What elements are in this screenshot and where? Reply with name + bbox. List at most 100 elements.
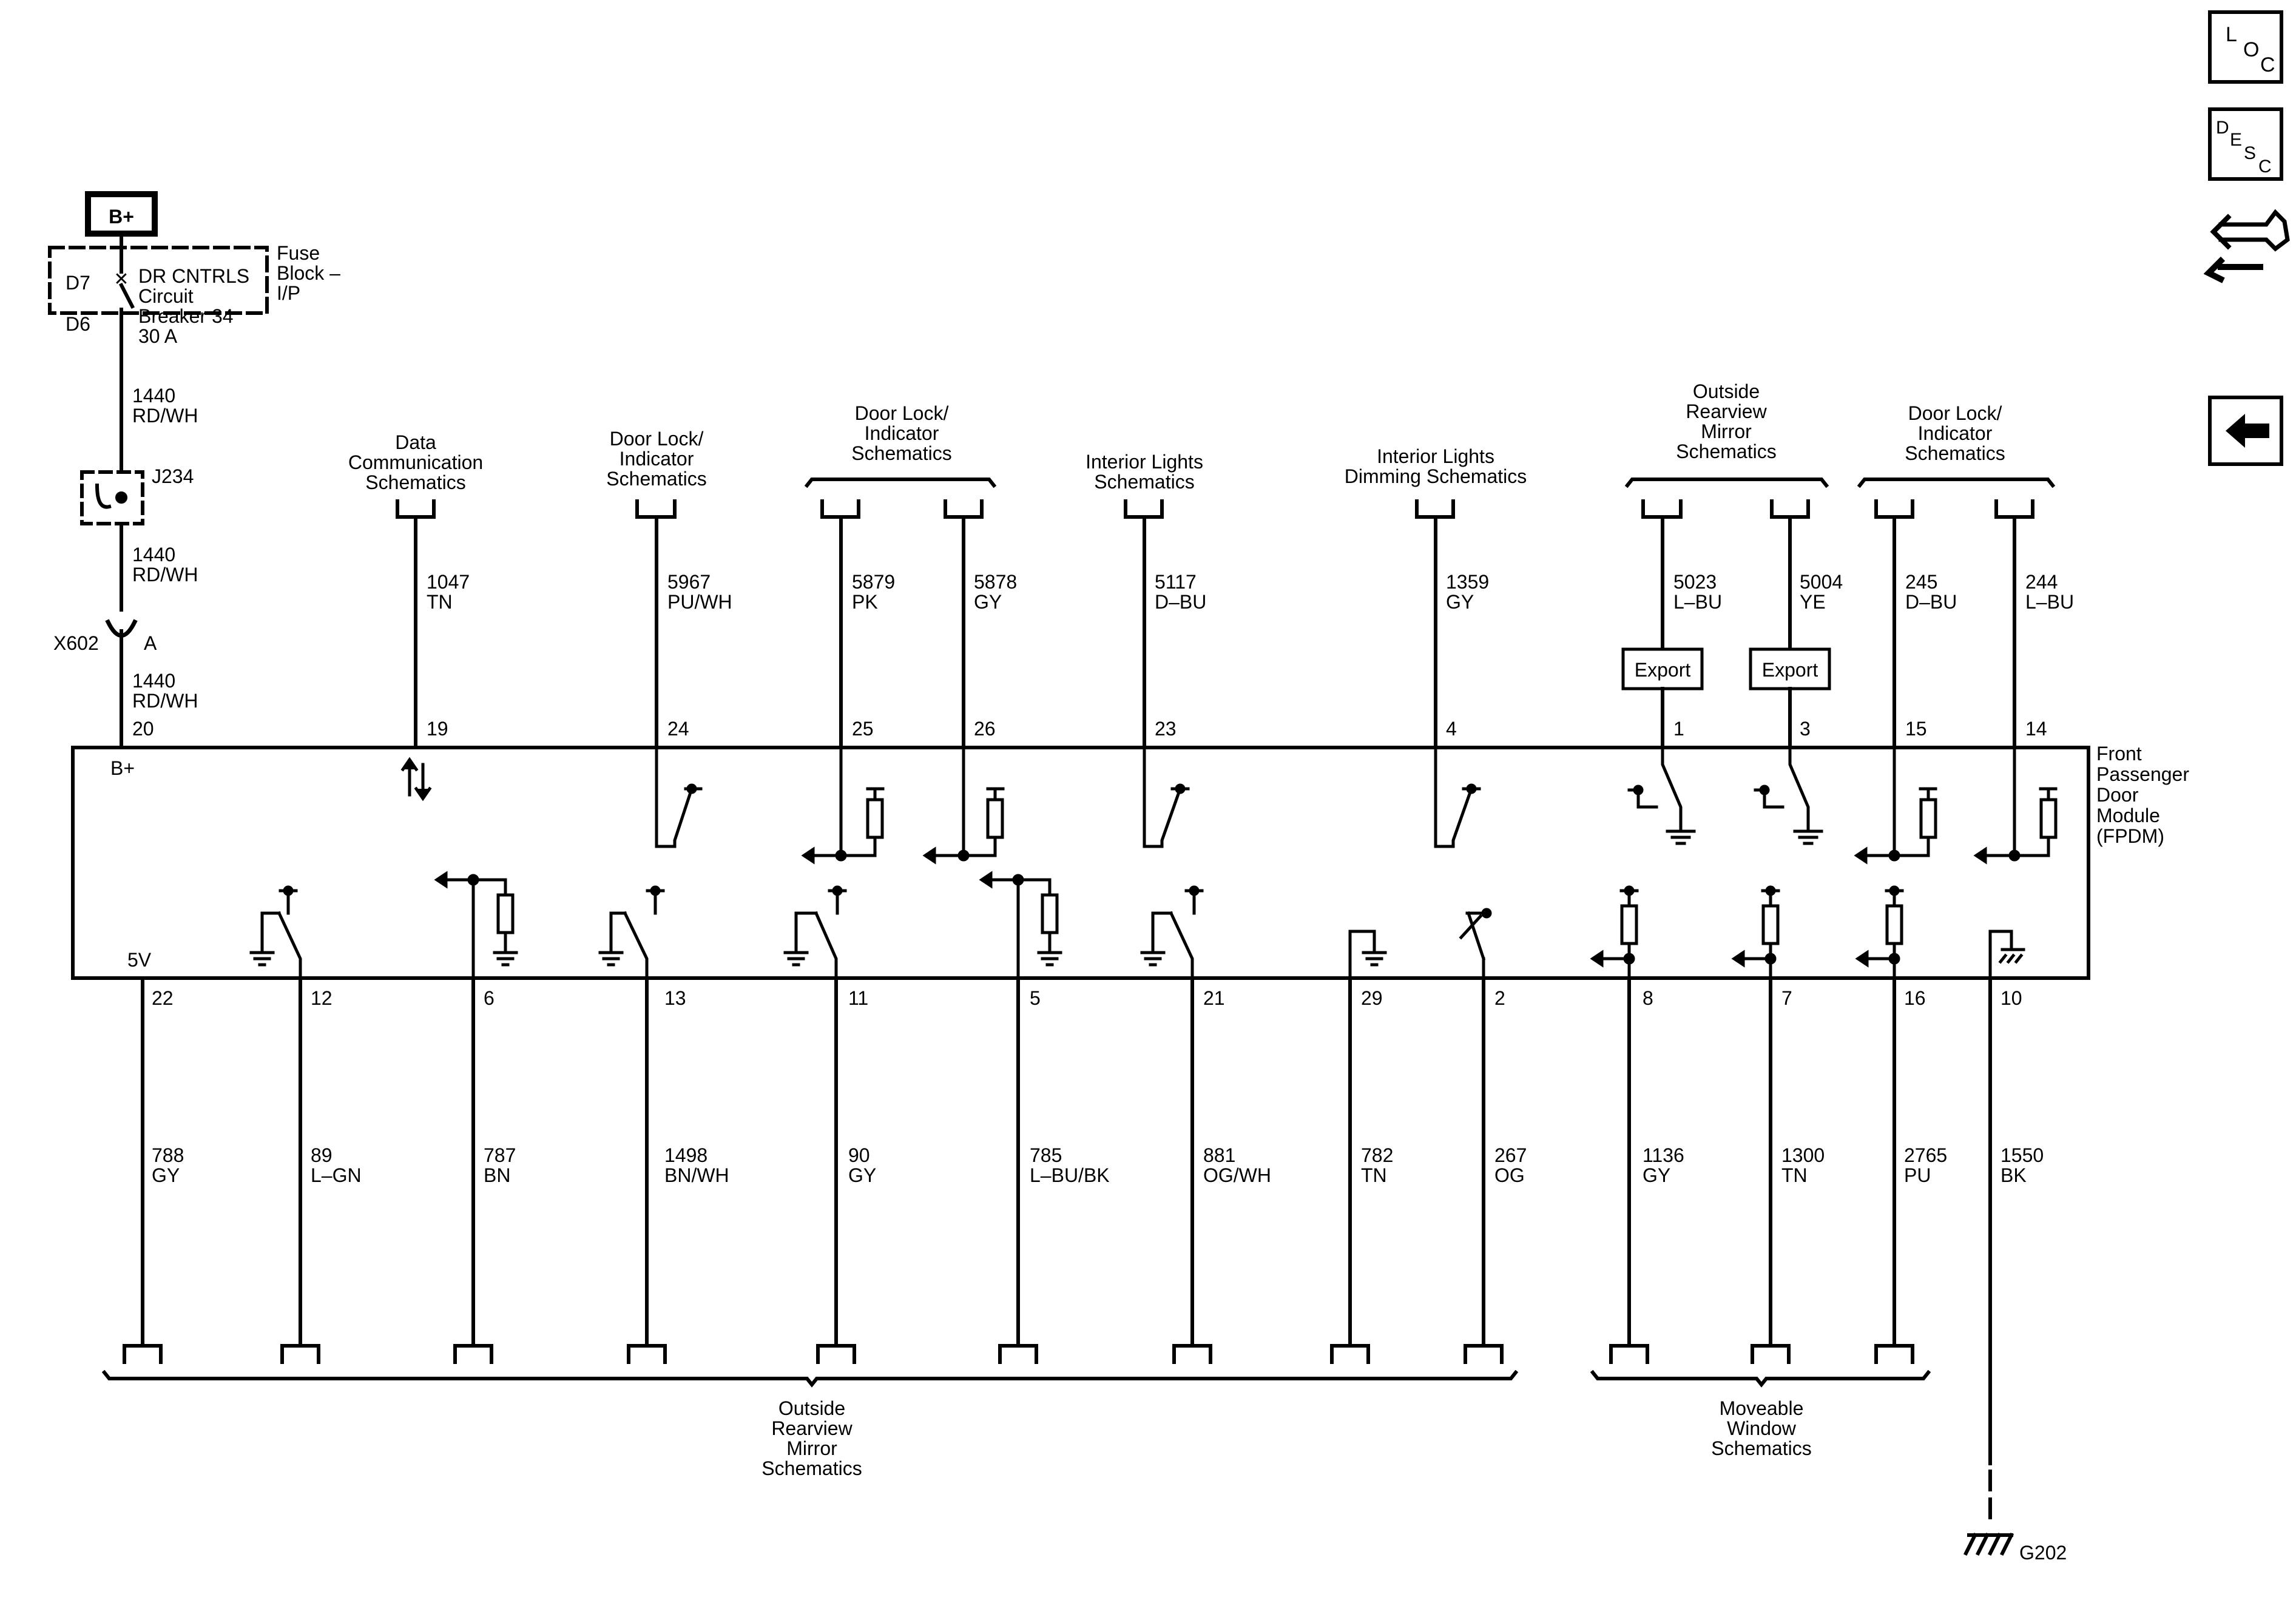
loc-icon-frame bbox=[2208, 10, 2283, 84]
ref-interior-lights-line-2: Schematics bbox=[1094, 471, 1194, 493]
export-box-1 bbox=[1621, 647, 1704, 690]
back-button[interactable] bbox=[2208, 396, 2283, 466]
top-pin-numbers: 20 19 24 25 26 23 4 1 3 15 14 bbox=[132, 718, 2047, 740]
desc-letter-c: C bbox=[2258, 157, 2272, 177]
internal-top-symbols bbox=[400, 746, 2058, 865]
pin-d7-label: D7 bbox=[66, 272, 90, 294]
wire-1440-b-circuit: 1440 bbox=[132, 544, 175, 565]
wire-6-circuit: 787 bbox=[484, 1144, 516, 1166]
export-label-1: Export bbox=[1635, 659, 1691, 681]
loc-button[interactable]: L O C bbox=[2208, 10, 2283, 84]
pin-24: 24 bbox=[667, 718, 689, 740]
breaker-line-2: Circuit bbox=[138, 285, 194, 307]
pin-13: 13 bbox=[664, 987, 686, 1009]
bottom-wires bbox=[141, 976, 1992, 1528]
pin-20: 20 bbox=[132, 718, 154, 740]
pin-16: 16 bbox=[1904, 987, 1926, 1009]
desc-button[interactable]: D E S C bbox=[2208, 107, 2283, 181]
module-name-line-2: Passenger bbox=[2096, 763, 2189, 785]
breaker-line-1: DR CNTRLS bbox=[138, 265, 249, 287]
pin-6: 6 bbox=[484, 987, 495, 1009]
connector-label: X602 bbox=[53, 632, 99, 654]
pin-15: 15 bbox=[1905, 718, 1927, 740]
bottom-brace-mirror bbox=[101, 1369, 1519, 1388]
breaker-line-3: Breaker 34 bbox=[138, 305, 234, 327]
pin-5: 5 bbox=[1030, 987, 1041, 1009]
wire-13-color: BN/WH bbox=[664, 1164, 729, 1186]
pin-8: 8 bbox=[1643, 987, 1653, 1009]
wire-4-color: GY bbox=[1446, 591, 1474, 613]
bottom-pin-numbers: 22 12 6 13 11 5 21 29 2 8 7 16 10 bbox=[152, 987, 2022, 1009]
connector-tool-icon[interactable] bbox=[2203, 209, 2290, 283]
ref-interior-dimming-line-1: Interior Lights bbox=[1377, 445, 1494, 467]
ground-g202: G202 bbox=[1963, 1532, 2067, 1564]
wire-13-circuit: 1498 bbox=[664, 1144, 707, 1166]
wire-10-color: BK bbox=[2001, 1164, 2027, 1186]
wire-16-circuit: 2765 bbox=[1904, 1144, 1947, 1166]
wire-2-circuit: 267 bbox=[1494, 1144, 1527, 1166]
ref-window-line-2: Window bbox=[1727, 1417, 1797, 1439]
supply-section: B+ D7 D6 ✕ DR CNTRLS Circuit Breaker 34 … bbox=[48, 191, 340, 749]
top-wire-labels: 1047 TN 5967 PU/WH 5879 PK 5878 GY 5117 … bbox=[427, 571, 2074, 613]
wire-26-circuit: 5878 bbox=[974, 571, 1017, 593]
ref-window-line-3: Schematics bbox=[1711, 1437, 1811, 1459]
pin-10: 10 bbox=[2001, 987, 2022, 1009]
wire-3-circuit: 5004 bbox=[1800, 571, 1843, 593]
wire-24-color: PU/WH bbox=[667, 591, 732, 613]
pin-22: 22 bbox=[152, 987, 174, 1009]
pin-d6-label: D6 bbox=[66, 313, 90, 335]
wire-29-circuit: 782 bbox=[1361, 1144, 1393, 1166]
back-arrow-icon bbox=[2226, 414, 2269, 448]
wire-7-color: TN bbox=[1781, 1164, 1808, 1186]
ref-interior-lights-line-1: Interior Lights bbox=[1086, 451, 1203, 473]
fuse-block-box bbox=[48, 246, 269, 315]
wire-23-circuit: 5117 bbox=[1155, 571, 1197, 593]
wire-22-color: GY bbox=[152, 1164, 180, 1186]
wire-5-color: L–BU/BK bbox=[1030, 1164, 1110, 1186]
ref-window-line-1: Moveable bbox=[1720, 1397, 1804, 1419]
ref-data-comm-line-2: Communication bbox=[348, 451, 483, 473]
wire-5-circuit: 785 bbox=[1030, 1144, 1062, 1166]
pin-14: 14 bbox=[2025, 718, 2047, 740]
export-box-2 bbox=[1749, 647, 1831, 690]
export-label-2: Export bbox=[1762, 659, 1818, 681]
desc-icon-frame bbox=[2208, 107, 2283, 181]
wire-7-circuit: 1300 bbox=[1781, 1144, 1825, 1166]
ref-door-lock-a-line-3: Schematics bbox=[606, 468, 706, 490]
top-references: Data Communication Schematics Door Lock/… bbox=[348, 380, 2005, 493]
ground-label: G202 bbox=[2019, 1542, 2067, 1564]
wire-16-color: PU bbox=[1904, 1164, 1931, 1186]
ref-mirror-top-line-3: Mirror bbox=[1701, 420, 1752, 442]
wire-29-color: TN bbox=[1361, 1164, 1387, 1186]
pin-7: 7 bbox=[1781, 987, 1792, 1009]
ref-door-lock-c-line-2: Indicator bbox=[1918, 422, 1993, 444]
splice-node bbox=[115, 491, 127, 504]
pin-1: 1 bbox=[1673, 718, 1684, 740]
breaker-line-4: 30 A bbox=[138, 325, 178, 347]
wire-21-circuit: 881 bbox=[1203, 1144, 1235, 1166]
pin-23: 23 bbox=[1155, 718, 1177, 740]
desc-letter-d: D bbox=[2216, 118, 2229, 138]
ref-mirror-bottom-line-2: Rearview bbox=[771, 1417, 853, 1439]
wire-23-color: D–BU bbox=[1155, 591, 1206, 613]
bottom-brace-window bbox=[1590, 1369, 1931, 1388]
splice-j234-box bbox=[80, 470, 144, 525]
ref-brace-door-lock-b bbox=[804, 478, 997, 488]
wire-10-circuit: 1550 bbox=[2001, 1144, 2044, 1166]
wire-1-circuit: 5023 bbox=[1673, 571, 1717, 593]
wire-12-color: L–GN bbox=[311, 1164, 362, 1186]
bottom-wire-labels: 788 GY 89 L–GN 787 BN 1498 BN/WH 90 GY 7… bbox=[152, 1144, 2044, 1186]
wire-6-color: BN bbox=[484, 1164, 510, 1186]
module-bplus-label: B+ bbox=[110, 757, 135, 779]
top-wires bbox=[414, 515, 2016, 749]
ref-brace-mirror-top bbox=[1624, 478, 1829, 488]
ref-door-lock-b-line-1: Door Lock/ bbox=[855, 402, 949, 424]
wire-26-color: GY bbox=[974, 591, 1002, 613]
loc-letter-l: L bbox=[2226, 23, 2237, 46]
battery-label: B+ bbox=[109, 206, 134, 228]
wire-14-circuit: 244 bbox=[2025, 571, 2058, 593]
wire-15-color: D–BU bbox=[1905, 591, 1957, 613]
ref-data-comm-line-1: Data bbox=[395, 431, 436, 453]
ref-door-lock-a-line-2: Indicator bbox=[620, 448, 694, 470]
ref-data-comm-line-3: Schematics bbox=[365, 471, 465, 493]
